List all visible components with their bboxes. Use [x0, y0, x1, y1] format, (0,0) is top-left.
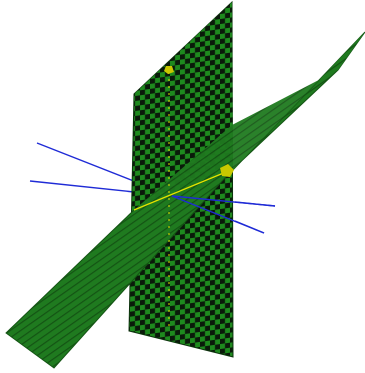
yellow-marker-right[interactable]	[220, 164, 234, 177]
slanted-plane-front-section	[134, 32, 365, 210]
blue-line-3-visible	[234, 201, 276, 207]
yellow-intersection-line	[133, 171, 227, 211]
blue-line-4-visible	[234, 220, 265, 234]
yellow-marker-top[interactable]	[164, 66, 174, 74]
